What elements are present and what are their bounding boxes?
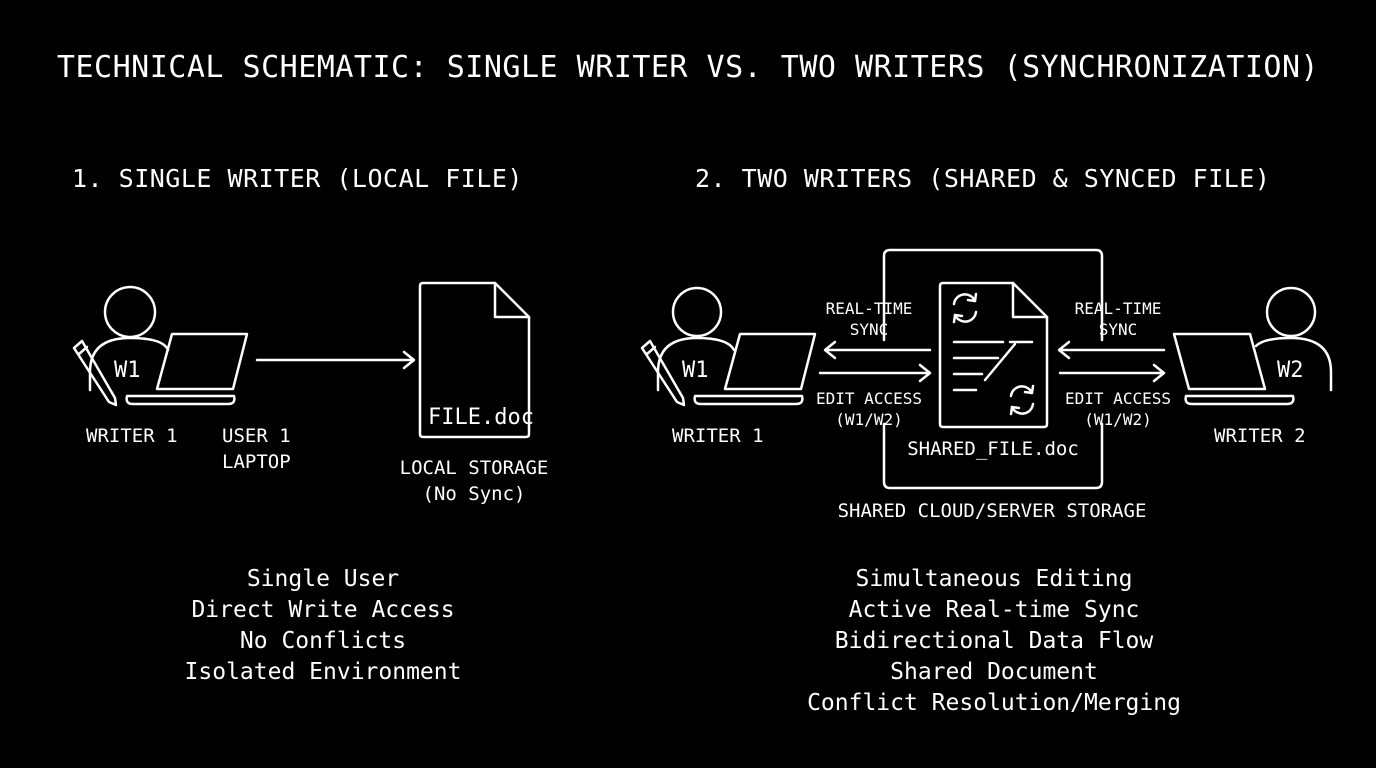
writer-1-label: WRITER 1 <box>86 425 178 447</box>
edit-label-right-line1: EDIT ACCESS <box>1065 389 1171 408</box>
shared-file-icon <box>938 281 1049 429</box>
laptop-icon-writer-2 <box>1172 332 1295 406</box>
sync-arrow-to-shared-file <box>1057 340 1166 360</box>
no-sync-label: (No Sync) <box>422 483 526 505</box>
writer-2-person-icon <box>1254 286 1333 392</box>
edit-arrow-from-writer-1 <box>818 363 932 383</box>
writer-1-badge: W1 <box>114 358 141 383</box>
writer-1-badge-shared: W1 <box>682 358 709 383</box>
sync-label-left-line2: SYNC <box>849 320 889 339</box>
edit-label-left-line2: (W1/W2) <box>835 410 903 429</box>
feature-item: Simultaneous Editing <box>855 566 1133 592</box>
shared-storage-label: SHARED CLOUD/SERVER STORAGE <box>837 500 1147 522</box>
laptop-label-line2: LAPTOP <box>222 451 291 473</box>
edit-label-right-line2: (W1/W2) <box>1084 410 1152 429</box>
feature-item: Bidirectional Data Flow <box>834 628 1154 654</box>
file-name: FILE.doc <box>428 405 534 430</box>
edit-label-left-line1: EDIT ACCESS <box>816 389 922 408</box>
page-title: TECHNICAL SCHEMATIC: SINGLE WRITER VS. T… <box>56 50 1320 85</box>
feature-item: No Conflicts <box>239 628 407 654</box>
laptop-icon <box>125 332 249 406</box>
section-heading-two-writers: 2. TWO WRITERS (SHARED & SYNCED FILE) <box>695 164 1271 193</box>
sync-label-right-line1: REAL-TIME <box>1074 299 1162 318</box>
edit-arrow-to-writer-2 <box>1058 363 1166 383</box>
section-heading-single-writer: 1. SINGLE WRITER (LOCAL FILE) <box>72 164 523 193</box>
laptop-label-line1: USER 1 <box>222 425 291 447</box>
sync-label-left-line1: REAL-TIME <box>825 299 913 318</box>
sync-arrow-to-writer-1 <box>823 340 932 360</box>
writer-2-badge: W2 <box>1277 358 1304 383</box>
single-writer-features: Single User Direct Write Access No Confl… <box>185 564 462 688</box>
feature-item: Shared Document <box>890 659 1098 685</box>
writer-1-label-shared: WRITER 1 <box>672 425 764 447</box>
local-storage-label: LOCAL STORAGE <box>399 457 549 479</box>
feature-item: Isolated Environment <box>184 659 462 685</box>
sync-icon-bottom <box>1009 384 1035 416</box>
writer-2-label: WRITER 2 <box>1214 425 1306 447</box>
file-icon <box>418 281 531 439</box>
feature-item: Direct Write Access <box>191 597 455 623</box>
feature-item: Conflict Resolution/Merging <box>807 690 1181 716</box>
sync-icon-top <box>952 292 978 324</box>
writer-1-person-icon <box>88 285 170 392</box>
feature-item: Single User <box>246 566 400 592</box>
shared-file-name: SHARED_FILE.doc <box>907 438 1079 460</box>
pencil-icon-shared <box>640 339 686 407</box>
storage-bracket <box>882 248 1104 490</box>
pencil-icon <box>72 339 118 407</box>
two-writers-features: Simultaneous Editing Active Real-time Sy… <box>807 564 1181 719</box>
sync-label-right-line2: SYNC <box>1098 320 1138 339</box>
feature-item: Active Real-time Sync <box>848 597 1140 623</box>
writer-1-person-icon-shared <box>656 286 736 392</box>
arrow-to-file <box>255 350 416 370</box>
laptop-icon-writer-1 <box>693 332 817 406</box>
